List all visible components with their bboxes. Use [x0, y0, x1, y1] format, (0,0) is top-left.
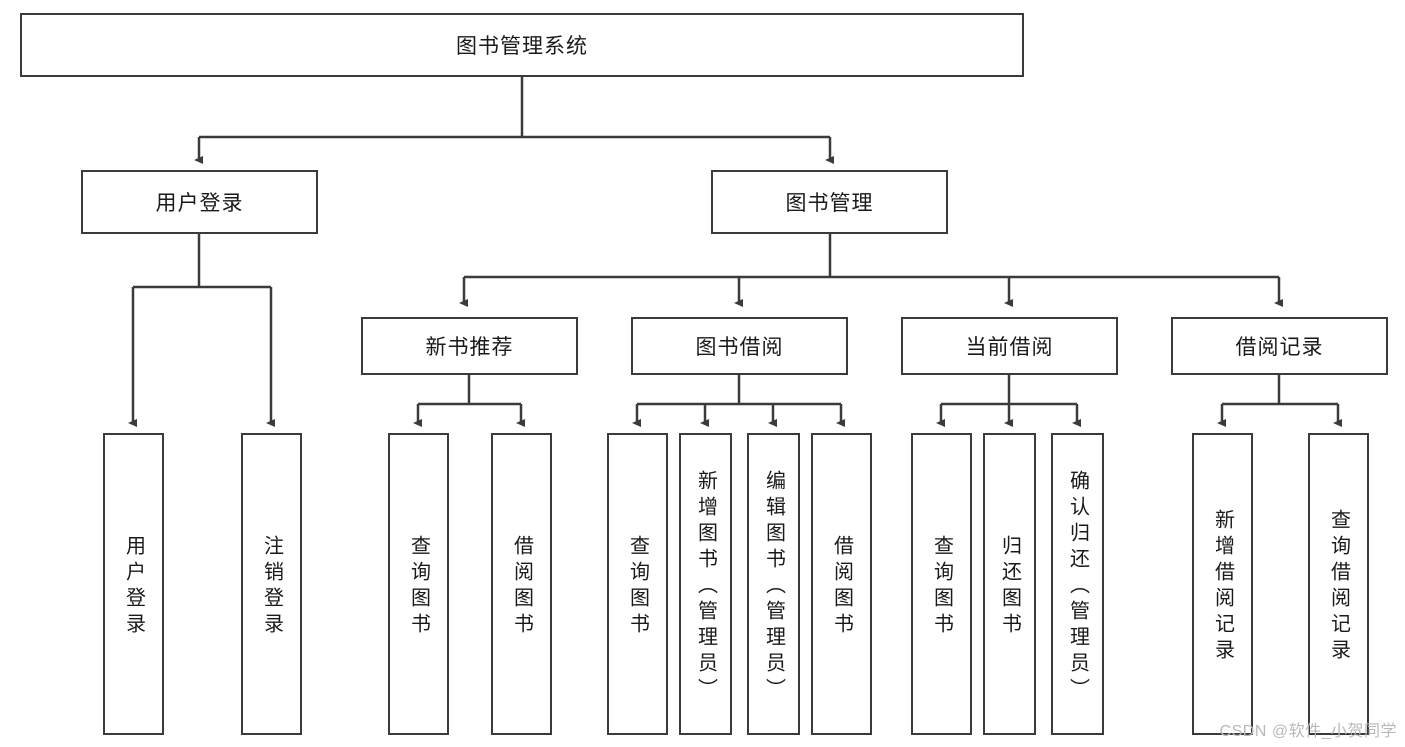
node-leaf-edit-book[interactable]: 编辑图书（管理员） [747, 433, 800, 735]
node-leaf-query-book-3[interactable]: 查询图书 [911, 433, 972, 735]
node-book-borrow[interactable]: 图书借阅 [631, 317, 848, 375]
node-book-manage[interactable]: 图书管理 [711, 170, 948, 234]
node-user-login[interactable]: 用户登录 [81, 170, 318, 234]
node-leaf-query-book-2[interactable]: 查询图书 [607, 433, 668, 735]
node-leaf-add-book[interactable]: 新增图书（管理员） [679, 433, 732, 735]
node-leaf-borrow-book-2[interactable]: 借阅图书 [811, 433, 872, 735]
node-leaf-add-record[interactable]: 新增借阅记录 [1192, 433, 1253, 735]
node-leaf-return-book[interactable]: 归还图书 [983, 433, 1036, 735]
node-leaf-logout[interactable]: 注销登录 [241, 433, 302, 735]
node-user-login-label: 用户登录 [155, 192, 244, 215]
node-leaf-query-book-2-label: 查询图书 [626, 535, 649, 639]
node-current-borrow[interactable]: 当前借阅 [901, 317, 1118, 375]
node-book-borrow-label: 图书借阅 [695, 336, 784, 359]
node-leaf-logout-label: 注销登录 [260, 535, 283, 639]
node-leaf-return-book-label: 归还图书 [998, 535, 1021, 639]
node-leaf-query-book-3-label: 查询图书 [930, 535, 953, 639]
node-root[interactable]: 图书管理系统 [20, 13, 1024, 77]
csdn-watermark: CSDN @软件_小贺同学 [1219, 723, 1397, 740]
node-current-borrow-label: 当前借阅 [965, 336, 1054, 359]
node-borrow-record[interactable]: 借阅记录 [1171, 317, 1388, 375]
node-leaf-borrow-book-1[interactable]: 借阅图书 [491, 433, 552, 735]
node-book-manage-label: 图书管理 [785, 192, 874, 215]
node-leaf-confirm-return-label: 确认归还（管理员） [1066, 470, 1089, 704]
node-leaf-query-book-1-label: 查询图书 [407, 535, 430, 639]
node-leaf-add-record-label: 新增借阅记录 [1211, 509, 1234, 665]
node-new-book-rec[interactable]: 新书推荐 [361, 317, 578, 375]
node-leaf-confirm-return[interactable]: 确认归还（管理员） [1051, 433, 1104, 735]
node-borrow-record-label: 借阅记录 [1235, 336, 1324, 359]
node-leaf-borrow-book-1-label: 借阅图书 [510, 535, 533, 639]
node-root-label: 图书管理系统 [456, 35, 588, 58]
node-leaf-add-book-label: 新增图书（管理员） [694, 470, 717, 704]
node-leaf-query-book-1[interactable]: 查询图书 [388, 433, 449, 735]
node-leaf-query-record-label: 查询借阅记录 [1327, 509, 1350, 665]
node-leaf-borrow-book-2-label: 借阅图书 [830, 535, 853, 639]
node-leaf-query-record[interactable]: 查询借阅记录 [1308, 433, 1369, 735]
node-leaf-edit-book-label: 编辑图书（管理员） [762, 470, 785, 704]
node-leaf-user-login[interactable]: 用户登录 [103, 433, 164, 735]
node-leaf-user-login-label: 用户登录 [122, 535, 145, 639]
node-new-book-rec-label: 新书推荐 [425, 336, 514, 359]
